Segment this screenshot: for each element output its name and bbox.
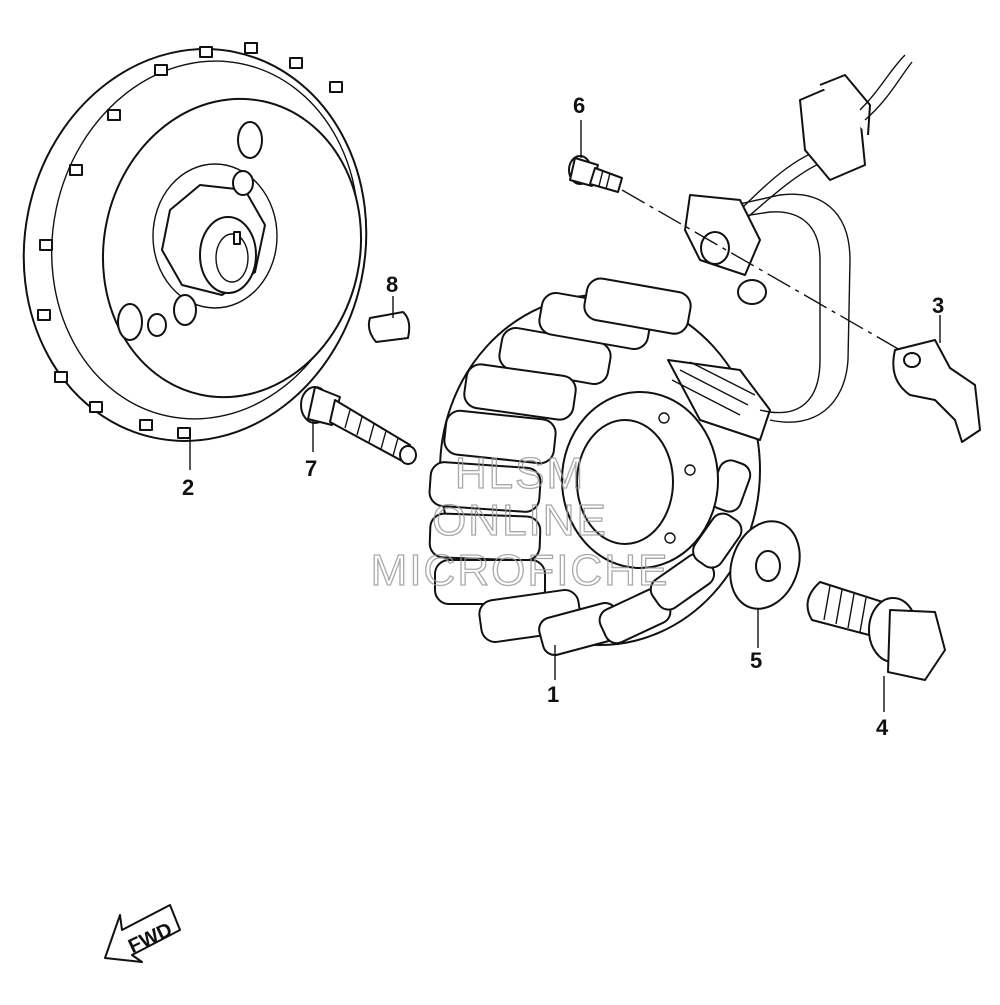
clamp-screw — [568, 155, 623, 193]
watermark-line-2: ONLINE — [432, 496, 608, 545]
callout-3: 3 — [932, 293, 944, 318]
wiring-harness — [684, 54, 913, 423]
callout-6: 6 — [573, 93, 585, 118]
forward-arrow-icon: FWD — [104, 904, 181, 963]
callout-1: 1 — [547, 682, 559, 707]
rotor-bolt — [300, 386, 417, 465]
callout-2: 2 — [182, 475, 194, 500]
stator-assembly — [428, 277, 771, 657]
callout-8: 8 — [386, 272, 398, 297]
watermark-line-1: HLSM — [455, 449, 585, 498]
rotor-flywheel — [22, 42, 368, 442]
woodruff-key — [367, 311, 411, 343]
callout-4: 4 — [876, 715, 889, 740]
callout-7: 7 — [305, 456, 317, 481]
callout-5: 5 — [750, 648, 762, 673]
watermark-line-3: MICROFICHE — [371, 546, 670, 595]
washer — [729, 520, 801, 610]
stator-bolt — [806, 581, 946, 681]
